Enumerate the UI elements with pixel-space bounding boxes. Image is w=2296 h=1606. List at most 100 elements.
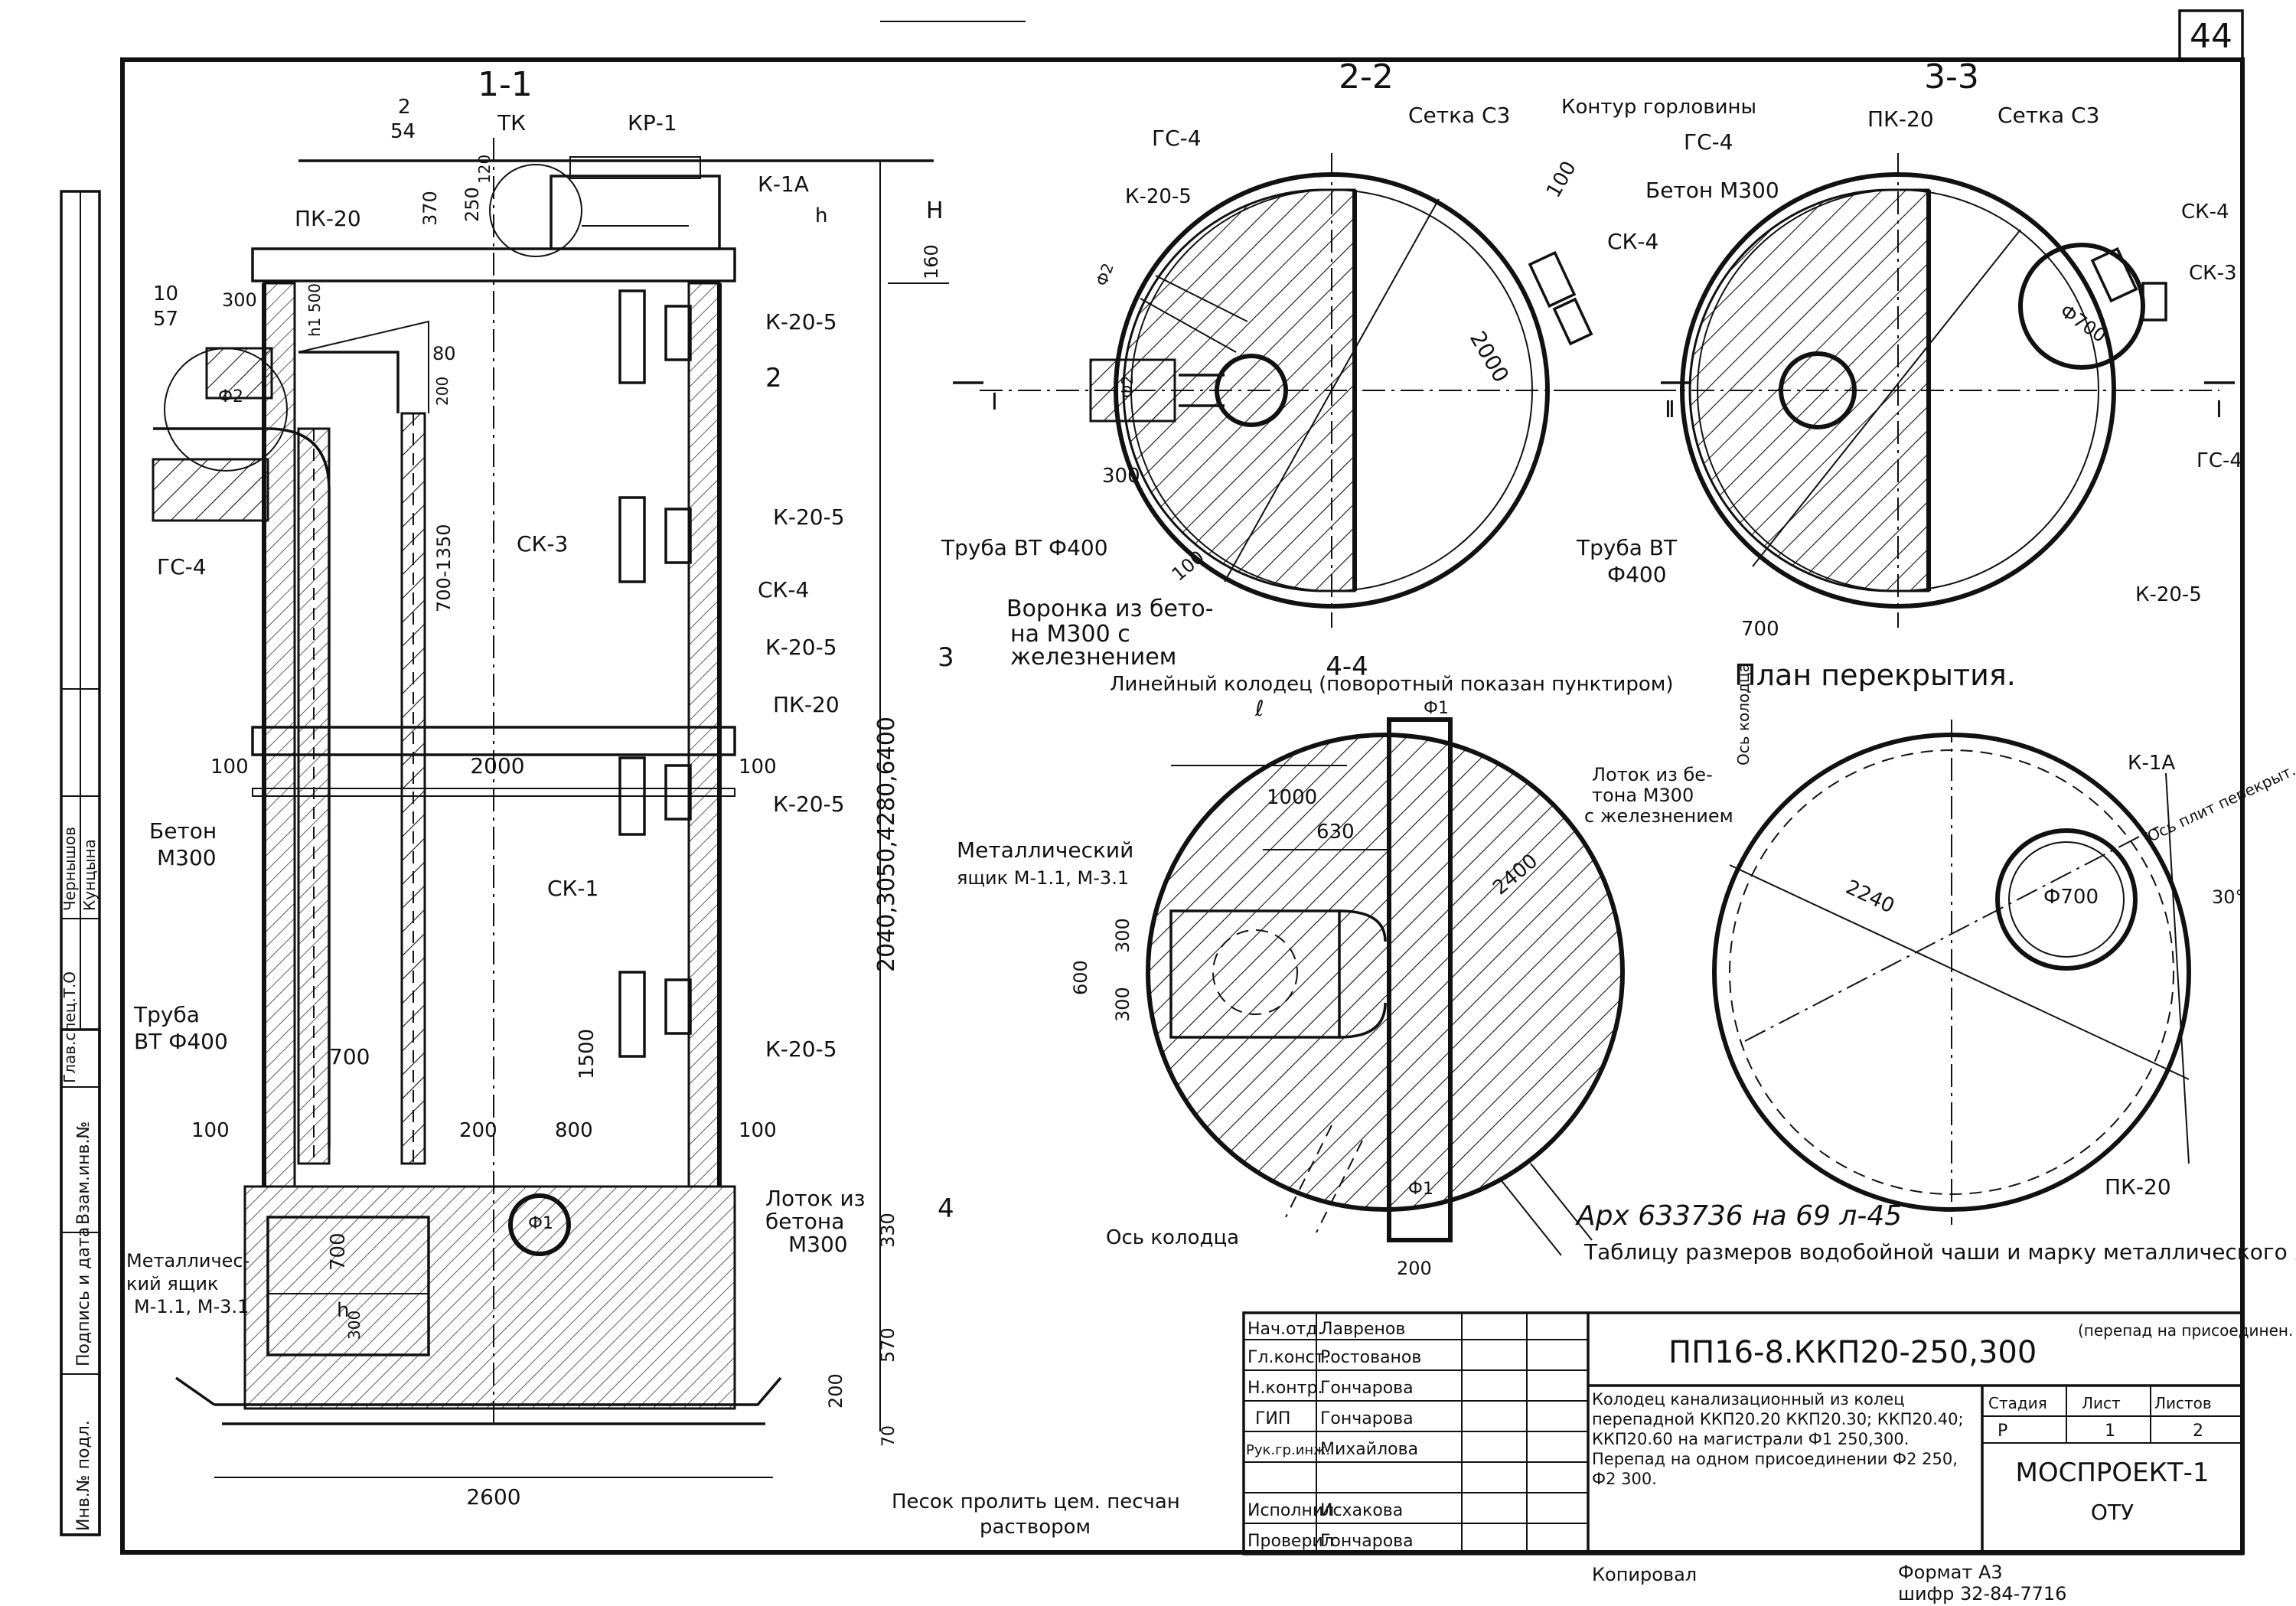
strip-inv: Инв.№ подл. xyxy=(74,1420,93,1531)
dim-70: 70 xyxy=(879,1425,899,1447)
strip-name2: Чернышов xyxy=(60,827,79,911)
label-s2-sk4: СК-4 xyxy=(1607,229,1658,254)
section-3-title: 3-3 xyxy=(1924,57,1979,96)
tb-department: ОТУ xyxy=(2091,1500,2134,1525)
tb-role-4: Рук.гр.инж. xyxy=(1246,1442,1330,1458)
label-s2-funnel1: Воронка из бето- xyxy=(1006,596,1214,622)
sheet-frame xyxy=(120,57,2245,1555)
tb-code: ПП16-8.ККП20-250,300 xyxy=(1668,1335,2037,1370)
label-s2-funnel3: железнением xyxy=(1010,644,1176,671)
label-s3-d700b: 700 xyxy=(1741,618,1779,641)
label-ref1a: 2 xyxy=(398,96,411,119)
dim-2600: 2600 xyxy=(466,1484,520,1510)
label-k205-b: К-20-5 xyxy=(773,504,845,530)
label-plan-d700: Ф700 xyxy=(2043,886,2099,909)
tb-name-1: Ростованов xyxy=(1320,1348,1421,1367)
dim-2000: 2000 xyxy=(470,753,524,779)
label-s3-pk20: ПК-20 xyxy=(1867,106,1934,132)
label-s4-tray3: с железнением xyxy=(1584,805,1733,827)
label-s4-l: ℓ xyxy=(1254,696,1264,721)
label-s2-i: I xyxy=(991,389,998,416)
strip-chief: Глав.спец.Т.О xyxy=(60,971,79,1083)
label-s3-pipe2: Ф400 xyxy=(1607,562,1667,587)
label-kr1: КР-1 xyxy=(628,110,677,135)
label-s2-funnel2: на М300 с xyxy=(1010,621,1130,648)
outlet-pipe-section xyxy=(508,1193,571,1256)
label-s2-k205: К-20-5 xyxy=(1125,185,1192,208)
section-4-4: 4-4 Линейный колодец (поворотный показан… xyxy=(957,651,1733,1279)
label-plan-axis: Ось колодца xyxy=(1734,663,1753,765)
section-2-2: 2-2 Сетка С3 Контур горловины ГС-4 К-20-… xyxy=(941,57,1756,671)
label-k205-c: К-20-5 xyxy=(765,635,837,660)
tb-role-1: Гл.конст. xyxy=(1247,1348,1330,1367)
label-concrete-1: Бетон xyxy=(149,818,217,844)
strip-vzam: Взам.инв.№ xyxy=(74,1121,93,1225)
dim-100d: 100 xyxy=(739,1119,777,1142)
label-h1: h xyxy=(815,204,827,227)
section-mark-3: 3 xyxy=(938,642,954,673)
tb-description: Колодец канализационный из колец перепад… xyxy=(1592,1390,1964,1488)
label-s3-i2: I xyxy=(2216,397,2223,423)
tb-sheets-total: 2 xyxy=(2193,1422,2203,1441)
label-h2: h xyxy=(337,1299,349,1322)
tb-code-note-text: (перепад на присоединен. Ф250, 300) xyxy=(2078,1321,2296,1340)
cipher-label: шифр 32-84-7716 xyxy=(1898,1583,2066,1604)
label-tray-2: бетона xyxy=(765,1209,844,1234)
label-plan-angle: 30° xyxy=(2212,886,2245,908)
tb-name-2: Гончарова xyxy=(1320,1379,1414,1398)
label-s3-sk3: СК-3 xyxy=(2189,262,2237,285)
tb-name-3: Гончарова xyxy=(1320,1409,1414,1428)
label-pipe-1: Труба xyxy=(133,1002,200,1027)
label-s3-gs4: ГС-4 xyxy=(1684,129,1733,155)
label-sk4: СК-4 xyxy=(758,577,809,602)
dim-100a: 100 xyxy=(210,756,249,779)
label-s2-phi22: Ф2 xyxy=(1118,375,1137,398)
copied-label: Копировал xyxy=(1592,1564,1697,1585)
label-plan-d2240: 2240 xyxy=(1842,876,1898,918)
label-gs4: ГС-4 xyxy=(157,554,207,579)
dim-160: 160 xyxy=(921,244,942,279)
tb-role-0: Нач.отд. xyxy=(1247,1320,1323,1339)
dim-1500b: 1500 xyxy=(576,1029,598,1079)
tb-sheets-header: Листов xyxy=(2154,1394,2212,1412)
label-s4-d300a: 300 xyxy=(1112,918,1133,953)
label-s4-tray2: тона М300 xyxy=(1592,785,1694,806)
label-s3-setka: Сетка С3 xyxy=(1998,103,2099,128)
label-s4-box1: Металлический xyxy=(957,837,1133,863)
reference-note-text: Таблицу размеров водобойной чаши и марку… xyxy=(1583,1239,2296,1265)
label-s3-pipe: Труба ВТ xyxy=(1576,535,1678,560)
plan-heading: План перекрытия. xyxy=(1734,658,2016,692)
label-s4-axis: Ось колодца xyxy=(1106,1226,1239,1249)
label-tk: ТК xyxy=(497,110,526,135)
dim-570: 570 xyxy=(877,1327,899,1363)
left-strip: Инв.№ подл. Подпись и дата Взам.инв.№ Гл… xyxy=(60,190,101,1536)
dim-phi1: Ф1 xyxy=(528,1214,553,1233)
tb-stage: Р xyxy=(1998,1422,2007,1441)
label-s3-d700: Ф700 xyxy=(2056,300,2111,347)
label-box-2: кий ящик xyxy=(126,1273,218,1294)
reference-note: Таблицу размеров водобойной чаши и марку… xyxy=(1583,1239,2296,1265)
label-s4-box2: ящик М-1.1, М-3.1 xyxy=(957,867,1129,889)
label-k205-a: К-20-5 xyxy=(765,309,837,335)
tb-role-3: ГИП xyxy=(1255,1409,1290,1428)
section-mark-2: 2 xyxy=(765,363,782,393)
section-3-3: 3-3 ПК-20 Сетка С3 ГС-4 Бетон М300 СК-4 … xyxy=(1576,57,2242,641)
dim-700b: 700 xyxy=(327,1232,350,1271)
label-plan-k1a: К-1А xyxy=(2128,752,2175,775)
dim-200b: 200 xyxy=(459,1119,497,1142)
dim-1500: h1 500 xyxy=(305,283,324,337)
tb-stage-header: Стадия xyxy=(1988,1394,2047,1412)
label-s2-phi2: Ф2 xyxy=(1092,260,1117,288)
label-s4-phi1b: Ф1 xyxy=(1408,1180,1433,1199)
dim-300b: 300 xyxy=(345,1311,364,1340)
label-s2-d300: 300 xyxy=(1102,465,1140,488)
section-4-title: 4-4 xyxy=(1326,651,1368,682)
label-k205-d: К-20-5 xyxy=(773,792,845,817)
label-sand: Песок пролить цем. песчан xyxy=(892,1490,1180,1513)
sheet-number-box xyxy=(2178,9,2244,61)
label-s3-gs4b: ГС-4 xyxy=(2197,449,2242,472)
tb-description-box: Колодец канализационный из колец перепад… xyxy=(1592,1390,1964,1488)
label-box-1: Металличес- xyxy=(126,1250,249,1271)
dim-200c: 200 xyxy=(825,1373,846,1409)
